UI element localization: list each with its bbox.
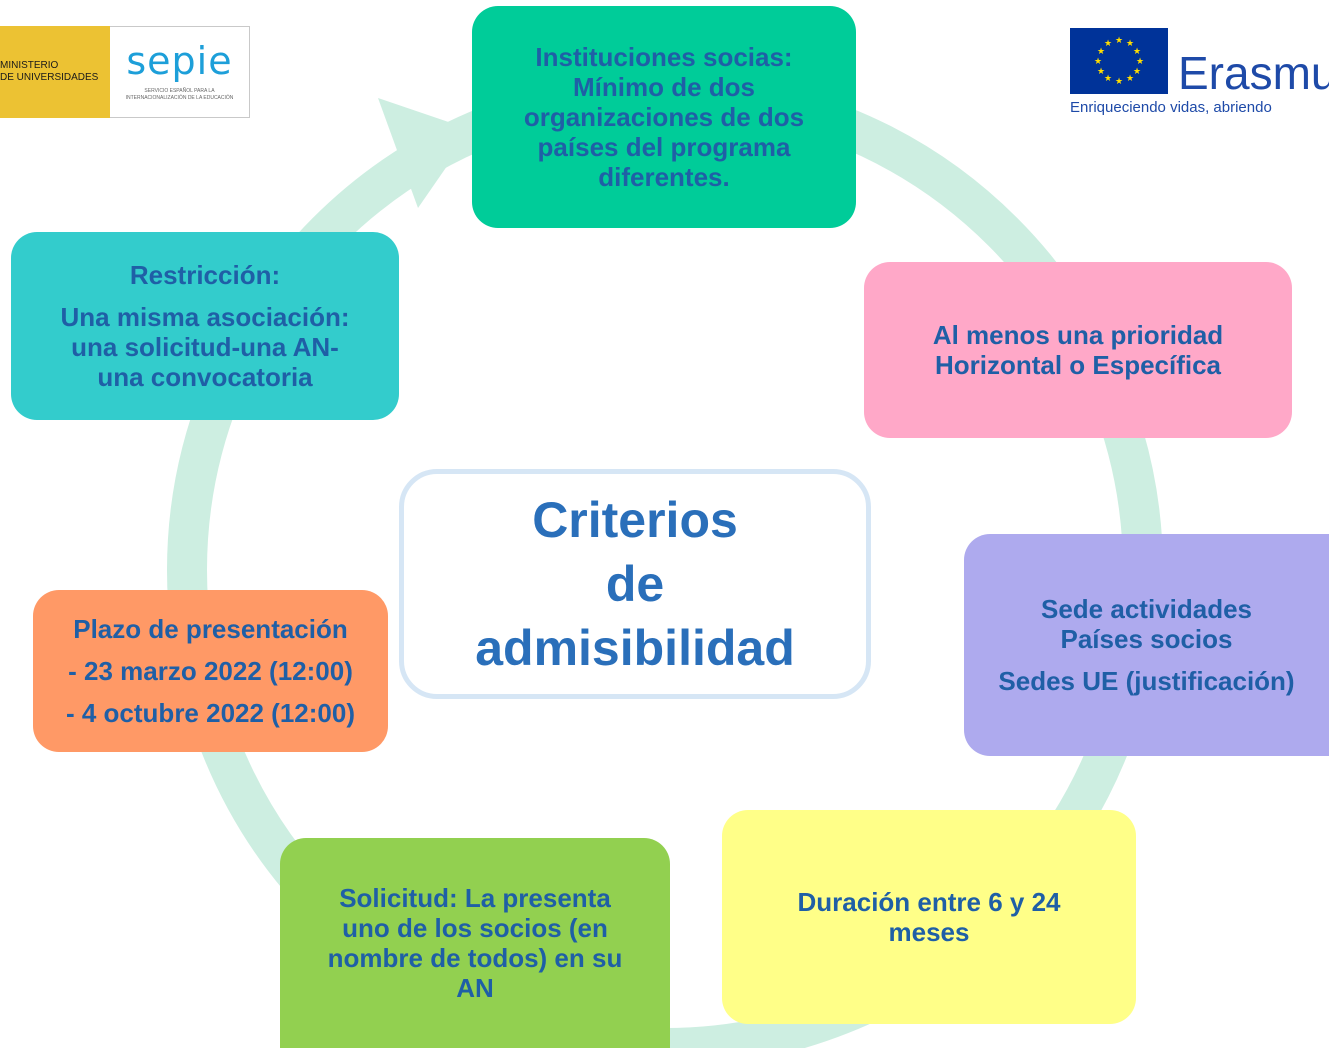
instituciones-line-1: Instituciones socias: <box>535 42 793 72</box>
solicitud-line-3: nombre de todos) en su <box>327 943 623 973</box>
ministerio-logo: MINISTERIO DE UNIVERSIDADES <box>0 26 110 118</box>
erasmus-wordmark: Erasmu <box>1178 47 1329 99</box>
svg-text:★: ★ <box>1104 74 1112 84</box>
sede-line-1: Sede actividades <box>1041 594 1252 624</box>
svg-text:★: ★ <box>1097 47 1105 57</box>
sepie-logo: sepie SERVICIO ESPAÑOL PARA LA INTERNACI… <box>110 26 250 118</box>
box-solicitud: Solicitud: La presenta uno de los socios… <box>280 838 670 1048</box>
svg-text:★: ★ <box>1097 67 1105 77</box>
prioridad-line-1: Al menos una prioridad <box>932 320 1224 350</box>
plazo-line-3: - 4 octubre 2022 (12:00) <box>65 698 355 728</box>
cycle-arrowhead <box>378 98 472 208</box>
box-plazo: Plazo de presentación - 23 marzo 2022 (1… <box>33 590 388 752</box>
svg-text:★: ★ <box>1133 67 1141 77</box>
box-restriccion: Restricción: Una misma asociación: una s… <box>11 232 399 420</box>
box-prioridad: Al menos una prioridad Horizontal o Espe… <box>864 262 1292 438</box>
ministerio-line-1: MINISTERIO <box>0 60 59 71</box>
svg-text:★: ★ <box>1133 47 1141 57</box>
eu-flag-icon: ★★★ ★★★ ★★★ ★★★ <box>1070 28 1168 94</box>
sepie-subtitle: SERVICIO ESPAÑOL PARA LA INTERNACIONALIZ… <box>126 88 234 102</box>
center-title-line-1: Criterios <box>532 492 738 548</box>
restriccion-line-1: Restricción: <box>129 260 281 290</box>
instituciones-line-2: Mínimo de dos <box>573 72 755 102</box>
svg-text:★: ★ <box>1115 36 1123 46</box>
solicitud-line-4: AN <box>456 973 494 1003</box>
sede-line-3: Sedes UE (justificación) <box>998 666 1295 696</box>
duracion-line-2: meses <box>888 917 970 947</box>
restriccion-line-4: una convocatoria <box>97 362 313 392</box>
duracion-line-1: Duración entre 6 y 24 <box>797 887 1061 917</box>
restriccion-line-3: una solicitud-una AN- <box>71 332 339 362</box>
instituciones-line-3: organizaciones de dos <box>523 102 805 132</box>
restriccion-line-2: Una misma asociación: <box>60 302 350 332</box>
center-title: Criterios de admisibilidad <box>399 469 871 699</box>
sede-line-2: Países socios <box>1060 624 1233 654</box>
ministerio-line-2: DE UNIVERSIDADES <box>0 72 99 83</box>
svg-text:★: ★ <box>1126 39 1134 49</box>
solicitud-line-1: Solicitud: La presenta <box>339 883 611 913</box>
erasmus-tagline: Enriqueciendo vidas, abriendo <box>1070 99 1272 116</box>
instituciones-line-4: países del programa <box>537 132 791 162</box>
svg-text:★: ★ <box>1126 74 1134 84</box>
plazo-line-2: - 23 marzo 2022 (12:00) <box>68 656 353 686</box>
svg-text:★: ★ <box>1136 57 1144 67</box>
box-duracion: Duración entre 6 y 24 meses <box>722 810 1136 1024</box>
box-sede: Sede actividades Países socios Sedes UE … <box>964 534 1329 756</box>
solicitud-line-2: uno de los socios (en <box>342 913 608 943</box>
instituciones-line-5: diferentes. <box>598 162 730 192</box>
sepie-wordmark: sepie <box>126 39 233 83</box>
box-instituciones: Instituciones socias: Mínimo de dos orga… <box>472 6 856 228</box>
svg-text:★: ★ <box>1115 77 1123 87</box>
sepie-subtitle-line-2: INTERNACIONALIZACIÓN DE LA EDUCACIÓN <box>125 95 234 101</box>
center-title-line-3: admisibilidad <box>475 620 795 676</box>
sepie-subtitle-line-1: SERVICIO ESPAÑOL PARA LA <box>144 88 215 94</box>
plazo-line-1: Plazo de presentación <box>73 614 348 644</box>
center-title-line-2: de <box>605 556 665 612</box>
svg-text:★: ★ <box>1104 39 1112 49</box>
prioridad-line-2: Horizontal o Específica <box>934 350 1222 380</box>
svg-text:★: ★ <box>1094 57 1102 67</box>
